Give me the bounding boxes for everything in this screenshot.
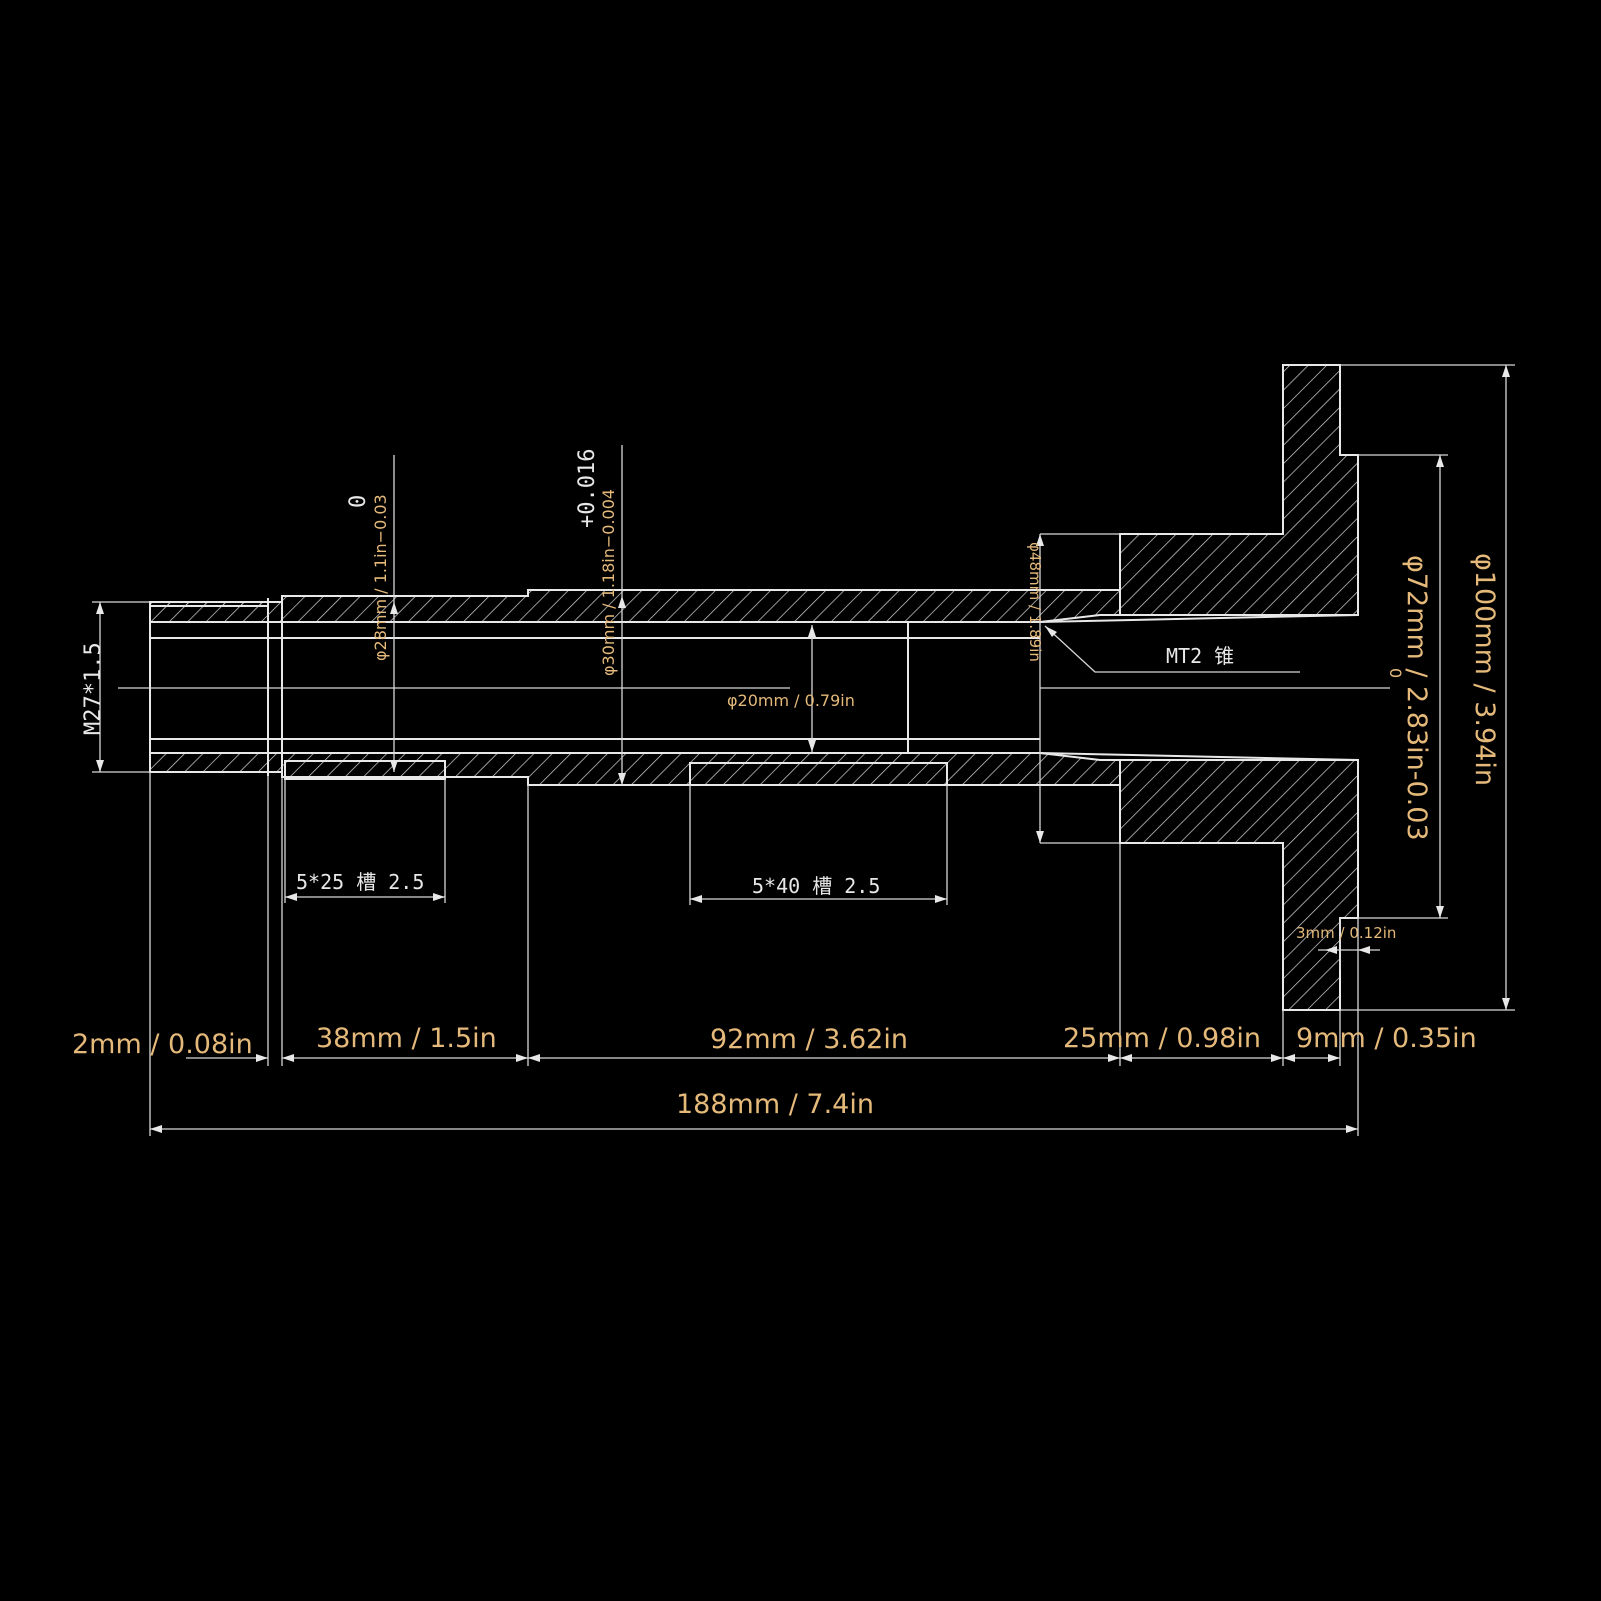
- keyway-2-slot: [689, 762, 948, 786]
- dim-phi30: φ30mm / 1.18in−0.004: [599, 489, 618, 676]
- extension-lines: [92, 364, 1515, 1136]
- keyway-1-slot: [284, 760, 446, 780]
- dim-92mm: 92mm / 3.62in: [710, 1024, 908, 1055]
- wall-upper-segment-1: [149, 364, 1359, 623]
- dim-phi28: φ28mm / 1.1in−0.03: [371, 494, 390, 661]
- dim-9mm: 9mm / 0.35in: [1296, 1023, 1477, 1054]
- keyway-2-label: 5*40 槽 2.5: [752, 874, 880, 898]
- dim-phi48: φ48mm / 1.89in: [1026, 542, 1044, 662]
- taper-label: MT2 锥: [1166, 644, 1234, 668]
- dim-phi28-upper: 0: [346, 495, 371, 508]
- dim-phi20: φ20mm / 0.79in: [727, 691, 855, 710]
- dim-3mm: 3mm / 0.12in: [1296, 924, 1396, 942]
- dim-25mm: 25mm / 0.98in: [1063, 1023, 1261, 1054]
- thread-label: M27*1.5: [81, 642, 106, 735]
- dim-188mm: 188mm / 7.4in: [676, 1089, 874, 1120]
- dim-phi72-upper: 0: [1386, 668, 1405, 678]
- dim-phi100: φ100mm / 3.94in: [1469, 553, 1500, 786]
- shaft-outline: [118, 365, 1390, 1010]
- dim-phi72: φ72mm / 2.83in-0.03: [1401, 555, 1432, 841]
- arrow-heads: [96, 365, 1510, 1133]
- dim-2mm: 2mm / 0.08in: [72, 1029, 253, 1060]
- keyway-1-label: 5*25 槽 2.5: [296, 870, 424, 894]
- keyways: [284, 760, 948, 905]
- dim-phi30-upper: +0.016: [575, 449, 600, 528]
- dim-38mm: 38mm / 1.5in: [316, 1023, 497, 1054]
- shaft-upper-wall: [149, 364, 1359, 623]
